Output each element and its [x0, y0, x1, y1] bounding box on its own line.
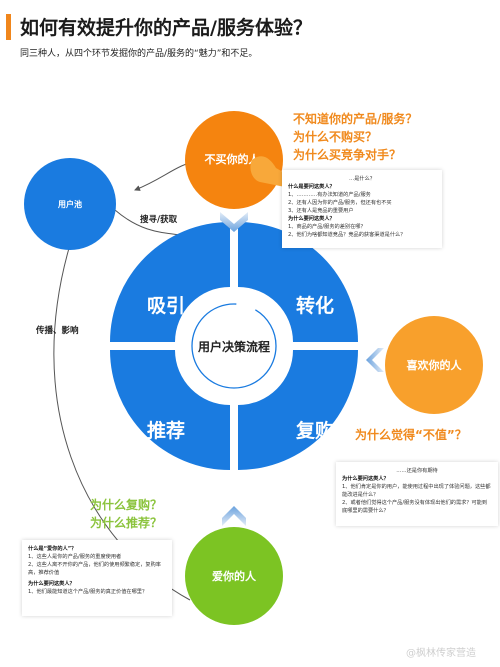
card-heading: 为什么要问这类人？ — [288, 216, 335, 222]
card-top-note: ……还是你有期待 — [396, 468, 438, 474]
info-card-love-you: 什么是“爱你的人”？ 1、这些人是你的产品/服务的重度使用者 2、这些人离不开你… — [22, 540, 172, 616]
page-subtitle: 同三种人，从四个环节发掘你的产品/服务的“魅力”和不足。 — [20, 49, 258, 59]
like-you-label: 喜欢你的人 — [407, 358, 463, 372]
segment-label-recommend: 推荐 — [147, 419, 185, 442]
user-pool-node — [24, 158, 116, 250]
info-card-like-you: ……还是你有期待 为什么要问这类人？ 1、他们肯定是你的用户，能使用过程中出现了… — [336, 462, 498, 526]
page-title: 如何有效提升你的产品/服务体验？ — [20, 17, 312, 39]
not-buyer-node — [185, 111, 283, 209]
segment-recommend — [110, 350, 230, 470]
card-heading: 什么是“爱你的人”？ — [28, 546, 77, 552]
card-item: 1、这些人是你的产品/服务的重度使用者 — [28, 554, 122, 560]
love-you-node — [185, 527, 283, 625]
hand-pointer-icon — [250, 156, 292, 187]
segment-label-convert: 转化 — [296, 294, 334, 317]
watermark: @枫林传家营造 — [406, 648, 476, 659]
card-item: 1、…………有办法知道的产品/服务 — [288, 192, 371, 198]
card-partial-heading: …是什么？ — [349, 176, 375, 182]
flow-label-search: 搜寻/获取 — [140, 214, 178, 225]
question-not-know: 不知道你的产品/服务？ — [293, 112, 418, 126]
center-label: 用户决策流程 — [197, 339, 270, 354]
not-buyer-label: 不买你的人 — [205, 152, 261, 166]
title-accent-bar — [6, 14, 11, 40]
love-you-label: 爱你的人 — [212, 569, 257, 583]
card-item: 2、他们为啥都知道竞品？竞品的获客渠道是什么？ — [288, 232, 406, 238]
segment-rebuy — [238, 350, 358, 470]
segment-label-attract: 吸引 — [147, 295, 185, 317]
segment-convert — [238, 222, 358, 342]
card-item: 1、商品的产品/服务的差别在哪？ — [288, 224, 366, 230]
question-why-recommend: 为什么推荐？ — [90, 516, 163, 530]
question-why-competitor: 为什么买竞争对手？ — [293, 148, 402, 162]
question-not-worth: 为什么觉得“不值”？ — [355, 428, 467, 442]
segment-attract — [110, 222, 230, 342]
card-item: 1、他们肯定是你的用户，能使用过程中出现了体验问题，这些都能改进是什么？ — [342, 484, 491, 498]
card-heading: 为什么要问这类人？ — [28, 581, 75, 587]
info-card-not-buyers: …是什么？ 什么是要问这类人？ 1、…………有办法知道的产品/服务 2、还有人因… — [282, 170, 442, 248]
cycle-ring — [110, 222, 358, 470]
card-item: 1、他们最能知道这个产品/服务的真正价值在哪里？ — [28, 589, 148, 595]
card-item: 3、还有人是竞品的重要用户 — [288, 208, 354, 214]
user-pool-label: 用户池 — [57, 199, 82, 209]
question-why-rebuy: 为什么复购？ — [90, 498, 163, 512]
like-you-node — [385, 316, 483, 414]
flow-label-spread: 传播、影响 — [35, 325, 79, 336]
card-heading: 为什么要问这类人？ — [342, 476, 389, 482]
card-item: 2、这些人离不开你的产品，他们的使用频繁稳定，复购率高，推荐价值 — [28, 562, 161, 576]
card-heading: 什么是要问这类人？ — [288, 184, 335, 190]
question-why-not-buy: 为什么不购买？ — [293, 130, 378, 144]
arrow-chevron-top-icon — [220, 212, 248, 232]
card-item: 2、还有人因为你的产品/服务，但还有也不买 — [288, 200, 392, 206]
card-item: 2、或者他们觉得这个产品/服务没有体现出他们的需求？可能到底哪里的需要什么？ — [342, 500, 488, 514]
question-group-rebuy: 为什么复购？ 为什么推荐？ — [90, 496, 162, 532]
segment-label-rebuy: 复购 — [295, 419, 334, 442]
center-ring — [191, 303, 277, 389]
arrow-chevron-right-icon — [366, 348, 384, 372]
center-hub — [182, 294, 286, 398]
question-group-not-buy: 不知道你的产品/服务？ 为什么不购买？ 为什么买竞争对手？ — [293, 110, 417, 164]
arrow-chevron-bottom-icon — [222, 506, 246, 526]
